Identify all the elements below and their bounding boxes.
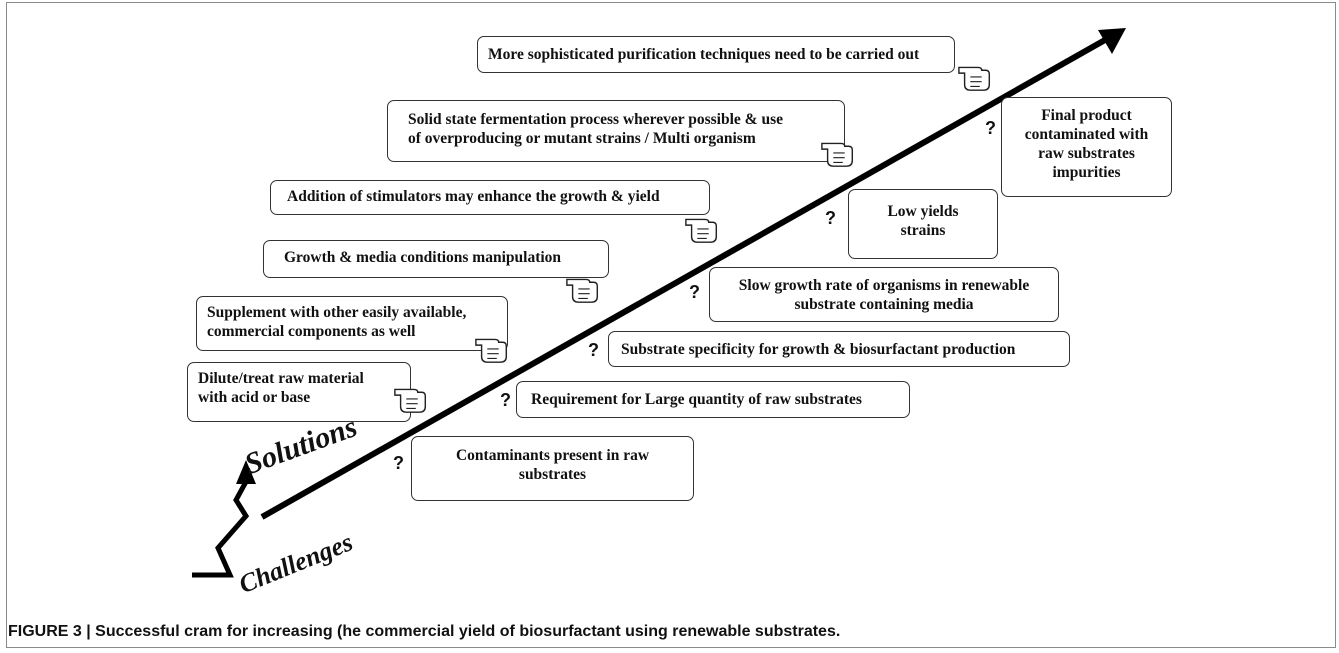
solution-box-growth-media: Growth & media conditions manipulation bbox=[263, 240, 609, 278]
solution-text: with acid or base bbox=[198, 389, 311, 406]
challenge-box-low-yields: Low yields strains bbox=[848, 189, 998, 259]
progress-arrow bbox=[260, 37, 1107, 520]
solution-box-stimulators: Addition of stimulators may enhance the … bbox=[270, 180, 710, 215]
question-mark: ? bbox=[393, 453, 404, 473]
solution-box-supplement: Supplement with other easily available, … bbox=[196, 296, 508, 351]
pointing-hand-icon bbox=[685, 218, 718, 243]
challenge-box-final-product: Final product contaminated with raw subs… bbox=[1001, 97, 1172, 197]
solution-text: Supplement with other easily available, bbox=[207, 304, 467, 321]
challenge-text: Requirement for Large quantity of raw su… bbox=[531, 391, 862, 408]
solution-text: Solid state fermentation process whereve… bbox=[408, 111, 783, 128]
question-mark: ? bbox=[825, 208, 836, 228]
challenge-text: Low yields bbox=[887, 203, 959, 220]
challenge-text: substrates bbox=[518, 466, 587, 483]
pointing-hand-icon bbox=[394, 388, 427, 413]
solution-text: Addition of stimulators may enhance the … bbox=[287, 188, 660, 205]
question-mark: ? bbox=[985, 118, 996, 138]
challenge-text: raw substrates bbox=[1038, 145, 1135, 162]
question-mark: ? bbox=[689, 282, 700, 302]
figure-caption: FIGURE 3 | Successful cram for increasin… bbox=[8, 623, 841, 640]
question-mark: ? bbox=[588, 340, 599, 360]
challenge-box-slow-growth: Slow growth rate of organisms in renewab… bbox=[709, 267, 1059, 322]
solution-text: of overproducing or mutant strains / Mul… bbox=[408, 130, 756, 147]
question-mark: ? bbox=[500, 390, 511, 410]
challenge-solution-zigzag bbox=[192, 476, 251, 578]
pointing-hand-icon bbox=[566, 278, 599, 303]
solution-box-purification: More sophisticated purification techniqu… bbox=[477, 36, 955, 73]
solution-text: commercial components as well bbox=[207, 323, 416, 340]
challenge-text: Contaminants present in raw bbox=[455, 447, 650, 464]
challenge-text: strains bbox=[900, 222, 946, 239]
challenge-box-large-quantity: Requirement for Large quantity of raw su… bbox=[516, 381, 910, 418]
challenge-box-contaminants: Contaminants present in raw substrates bbox=[411, 436, 694, 501]
challenge-text: substrate containing media bbox=[794, 296, 974, 313]
challenge-text: contaminated with bbox=[1024, 126, 1149, 143]
solution-text: Dilute/treat raw material bbox=[198, 370, 364, 387]
pointing-hand-icon bbox=[821, 142, 854, 167]
solution-box-fermentation: Solid state fermentation process whereve… bbox=[387, 100, 845, 162]
solution-box-dilute: Dilute/treat raw material with acid or b… bbox=[187, 362, 411, 422]
progress-arrow-head bbox=[1098, 28, 1126, 54]
pointing-hand-icon bbox=[958, 66, 991, 91]
solution-text: Growth & media conditions manipulation bbox=[284, 249, 562, 266]
challenge-text: Final product bbox=[1041, 107, 1132, 124]
zigzag-arrow-head bbox=[236, 460, 256, 484]
solution-text: More sophisticated purification techniqu… bbox=[488, 46, 920, 63]
challenge-text: Slow growth rate of organisms in renewab… bbox=[738, 277, 1030, 294]
pointing-hand-icon bbox=[475, 338, 508, 363]
challenge-box-substrate-specificity: Substrate specificity for growth & biosu… bbox=[608, 331, 1070, 367]
challenge-text: impurities bbox=[1052, 164, 1121, 181]
challenge-text: Substrate specificity for growth & biosu… bbox=[621, 341, 1016, 358]
